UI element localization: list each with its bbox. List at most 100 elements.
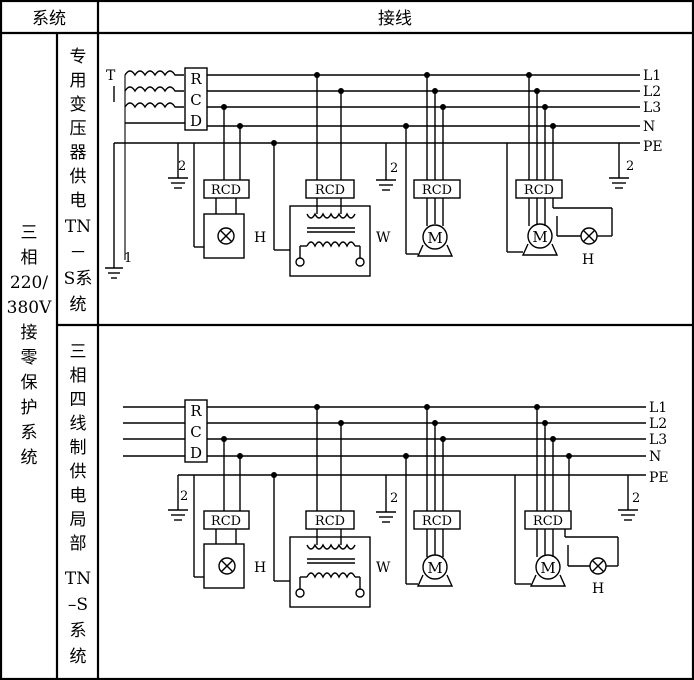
line-label-l2: L2 (643, 84, 661, 100)
rcd-letter: R (190, 402, 202, 420)
system-label: 三 相 220/ 380V 接 零 保 护 系 统 (7, 223, 52, 468)
motor-label: M (532, 228, 547, 246)
ground-icon: 2 (618, 475, 640, 521)
bus-lines (114, 74, 640, 144)
section2-label-char: 线 (70, 414, 87, 434)
welder-icon (289, 205, 371, 277)
section2-wiring: R C D L1 L2 L3 N PE 2 (123, 399, 669, 608)
welder-branch: RCD W (271, 404, 391, 608)
lamp-label: H (254, 560, 266, 576)
section1-wiring: T R C D L1 L2 L3 N PE (105, 67, 663, 279)
motor-icon (527, 223, 553, 249)
device-rcd-label: RCD (422, 183, 452, 198)
device-rcd-box (305, 510, 355, 530)
device-rcd-label: RCD (315, 514, 345, 529)
section1-label-char: 电 (70, 191, 87, 211)
lamp-icon (589, 557, 607, 575)
system-label-char: 统 (21, 448, 38, 468)
lamp-branch: RCD H (193, 436, 266, 589)
rcd-letter: C (190, 423, 201, 441)
system-label-char: 三 (21, 223, 38, 243)
section2-label: 三 相 四 线 制 供 电 局 部 TN –S 系 统 (65, 342, 91, 667)
section2-label-char: –S (68, 595, 88, 615)
section1-label-char: 专 (70, 47, 87, 67)
section2-label-char: TN (65, 569, 91, 589)
lamp-icon (580, 227, 598, 245)
section2-label-char: 系 (70, 621, 87, 641)
ground-icon: 1 (105, 143, 132, 279)
section2-label-char: 统 (70, 647, 87, 667)
section2-label-char: 四 (70, 390, 87, 410)
line-label-l1: L1 (649, 400, 667, 416)
motor-icon (422, 224, 448, 250)
ground-label: 2 (178, 159, 186, 174)
device-rcd-label: RCD (524, 183, 554, 198)
device-rcd-box (515, 179, 563, 199)
section2-label-char: 局 (70, 510, 87, 530)
lamp-icon (218, 557, 236, 575)
lamp-icon (217, 227, 235, 245)
section2-label-char: 三 (70, 342, 87, 362)
section2-label-char: 供 (70, 462, 87, 482)
system-label-char: 系 (21, 423, 38, 443)
device-rcd-label: RCD (211, 514, 241, 529)
device-rcd-box (305, 179, 355, 199)
welder-label: W (376, 230, 391, 246)
system-label-char: 220/ (10, 273, 48, 293)
section1-label-char: S系 (64, 269, 93, 289)
welder-icon (289, 536, 371, 608)
system-label-char: 护 (21, 398, 38, 418)
ground-label: 1 (124, 251, 132, 266)
ground-icon: 2 (168, 475, 188, 521)
header-system: 系统 (32, 9, 66, 29)
welder-branch: RCD W (271, 72, 391, 277)
motor-icon (535, 554, 561, 580)
ground-label: 2 (180, 489, 188, 504)
ground-label: 2 (390, 491, 398, 506)
motor-label: M (427, 229, 442, 247)
section2-label-char: 制 (70, 438, 87, 458)
device-rcd-label: RCD (422, 514, 452, 529)
ground-icon: 2 (376, 475, 398, 523)
motor-lamp-branch: RCD M H (506, 72, 613, 268)
header-wiring: 接线 (378, 9, 412, 29)
line-label-l3: L3 (649, 432, 667, 448)
ground-icon: 2 (168, 143, 188, 189)
ground-icon: 2 (609, 143, 634, 189)
motor-lamp-branch: RCD M H (514, 404, 619, 597)
motor-label: M (427, 559, 442, 577)
ground-label: 2 (632, 491, 640, 506)
section1-label-char: 用 (70, 71, 87, 91)
section1-label-char: 统 (70, 295, 87, 315)
device-rcd-box (203, 179, 250, 199)
ground-label: 2 (390, 161, 398, 176)
line-label-l3: L3 (643, 100, 661, 116)
section1-label-char: － (70, 243, 87, 263)
line-label-n: N (649, 449, 661, 465)
system-label-char: 接 (21, 323, 38, 343)
ground-icon: 2 (376, 143, 398, 191)
welder-label: W (376, 560, 391, 576)
device-rcd-box (413, 179, 461, 199)
rcd-letter: D (190, 112, 202, 130)
lamp-label: H (254, 230, 266, 246)
transformer-label: T (106, 68, 116, 84)
section1-label-char: 压 (70, 119, 87, 139)
rcd-letter: C (190, 91, 201, 109)
motor-label: M (540, 559, 555, 577)
rcd-letter: D (190, 444, 202, 462)
line-label-pe: PE (649, 470, 669, 486)
main-rcd-box: R C D (184, 67, 208, 131)
motor-lamp-label: H (592, 581, 604, 597)
motor-branch: RCD M (403, 72, 461, 257)
transformer-icon: T (106, 68, 184, 260)
ground-label: 2 (626, 159, 634, 174)
device-rcd-label: RCD (315, 183, 345, 198)
system-label-char: 380V (7, 298, 52, 318)
lamp-branch: RCD H (193, 104, 266, 259)
motor-lamp-label: H (582, 252, 594, 268)
system-label-char: 相 (21, 248, 38, 268)
line-label-l1: L1 (643, 68, 661, 84)
